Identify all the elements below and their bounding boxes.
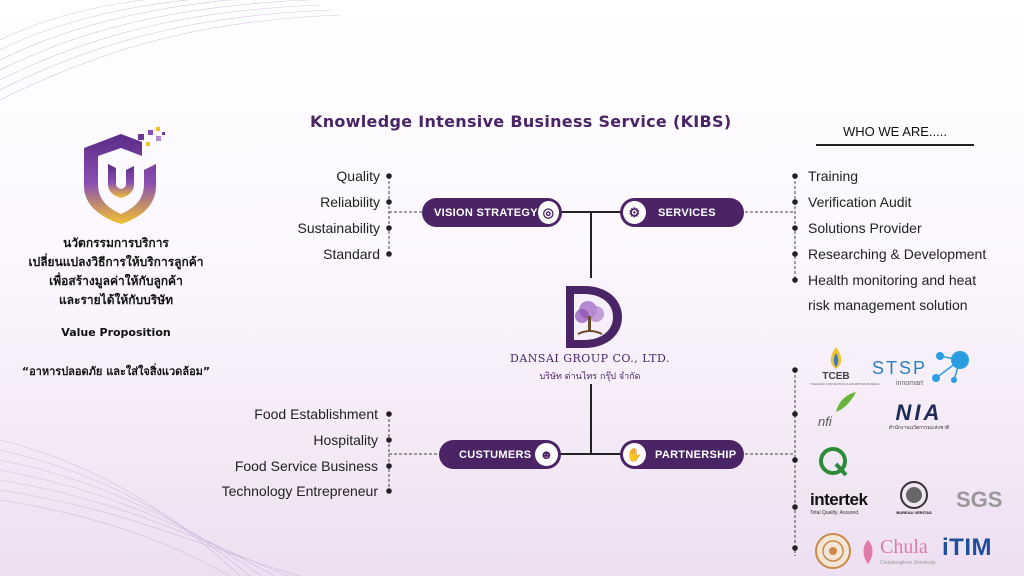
slogan: “อาหารปลอดภัย และใส่ใจสิ่งแวดล้อม”	[21, 365, 211, 378]
bullet-dot	[792, 199, 798, 205]
desc-line: เพื่อสร้างมูลค่าให้กับลูกค้า	[49, 274, 183, 288]
bv-text: BUREAU VERITAS	[896, 510, 932, 515]
company-name-en: DANSAI GROUP CO., LTD.	[510, 352, 670, 365]
page-title: Knowledge Intensive Business Service (KI…	[310, 112, 732, 131]
customer-item: Food Service Business	[234, 458, 378, 474]
desc-line: นวัตกรรมการบริการ	[63, 236, 169, 250]
nfi-text: nfi	[818, 414, 832, 429]
vision-item: Standard	[323, 246, 380, 262]
customer-item: Technology Entrepreneur	[221, 483, 378, 499]
tceb-logo: TCEB THAILAND CONVENTION & EXHIBITION BU…	[810, 347, 880, 387]
vision-strategy-label: VISION STRATEGY	[434, 206, 538, 219]
vision-item: Quality	[336, 168, 380, 184]
desc-line: เปลี่ยนแปลงวิธีการให้บริการลูกค้า	[28, 255, 204, 269]
intertek-logo: intertek Total Quality. Assured.	[810, 490, 890, 518]
desc-line: และรายได้ให้กับบริษัท	[58, 293, 174, 307]
services-label: SERVICES	[658, 206, 716, 219]
bullet-dot	[386, 411, 392, 417]
partnership-pill: ✋ PARTNERSHIP	[620, 440, 744, 469]
nia-logo: NIA สำนักงานนวัตกรรมแห่งชาติ	[876, 402, 962, 436]
university-seal-logo	[815, 533, 851, 569]
service-item: Researching & Development	[808, 246, 987, 262]
service-item: Verification Audit	[808, 194, 912, 210]
people-icon: ☻	[535, 443, 558, 466]
dansai-logo	[566, 286, 622, 348]
stsp-text: STSP	[872, 358, 928, 378]
vision-strategy-pill: VISION STRATEGY ◎	[422, 198, 562, 227]
chula-text: Chula	[880, 536, 928, 558]
nia-text: NIA	[895, 400, 943, 425]
bullet-dot	[386, 463, 392, 469]
services-pill: ⚙ SERVICES	[620, 198, 744, 227]
bullet-dot	[792, 225, 798, 231]
bullet-dot	[386, 225, 392, 231]
customer-item: Food Establishment	[254, 406, 378, 422]
sgs-logo: SGS	[956, 487, 1003, 512]
service-item: Health monitoring and heat	[808, 272, 977, 288]
nia-subtext: สำนักงานนวัตกรรมแห่งชาติ	[888, 425, 950, 431]
bullet-dot	[792, 251, 798, 257]
target-icon: ◎	[537, 201, 559, 224]
stsp-subtext: innomart	[896, 380, 924, 387]
innovation-shield-logo	[84, 127, 165, 224]
chula-subtext: Chulalongkorn University	[880, 560, 936, 566]
customers-label: CUSTUMERS	[459, 448, 532, 461]
intertek-text: intertek	[810, 490, 868, 509]
intertek-subtext: Total Quality. Assured.	[810, 510, 860, 516]
customers-pill: CUSTUMERS ☻	[439, 440, 561, 469]
company-name-th: บริษัท ด่านไทร กรุ๊ป จำกัด	[539, 372, 641, 382]
gear-hand-icon: ⚙	[623, 201, 646, 224]
bullet-dot	[792, 367, 798, 373]
bullet-dot	[792, 411, 798, 417]
left-description: นวัตกรรมการบริการ เปลี่ยนแปลงวิธีการให้บ…	[0, 234, 232, 310]
bullet-dot	[792, 504, 798, 510]
bureau-veritas-logo: BUREAU VERITAS	[896, 480, 932, 524]
bullet-dot	[792, 457, 798, 463]
tceb-subtext: THAILAND CONVENTION & EXHIBITION BUREAU	[810, 382, 880, 386]
partnership-label: PARTNERSHIP	[655, 448, 737, 461]
itim-logo: iTIM	[942, 534, 992, 561]
nfi-logo: nfi	[818, 392, 858, 436]
tceb-text: TCEB	[822, 371, 850, 382]
who-we-are-heading: WHO WE ARE.....	[816, 124, 974, 146]
bullet-dot	[386, 488, 392, 494]
bullet-dot	[386, 437, 392, 443]
service-item: risk management solution	[808, 297, 968, 313]
bullet-dot	[792, 277, 798, 283]
value-proposition-label: Value Proposition	[61, 326, 171, 339]
customer-item: Hospitality	[313, 432, 378, 448]
bullet-dot	[792, 545, 798, 551]
bullet-dot	[386, 173, 392, 179]
chula-logo: Chula Chulalongkorn University	[858, 536, 940, 570]
stsp-logo: STSP innomart	[872, 350, 972, 390]
vision-item: Sustainability	[297, 220, 381, 236]
q-mark-logo	[819, 447, 848, 477]
handshake-icon: ✋	[623, 443, 646, 466]
service-item: Solutions Provider	[808, 220, 922, 236]
bullet-dot	[792, 173, 798, 179]
service-item: Training	[808, 168, 859, 184]
vision-item: Reliability	[320, 194, 380, 210]
bullet-dot	[386, 251, 392, 257]
bullet-dot	[386, 199, 392, 205]
